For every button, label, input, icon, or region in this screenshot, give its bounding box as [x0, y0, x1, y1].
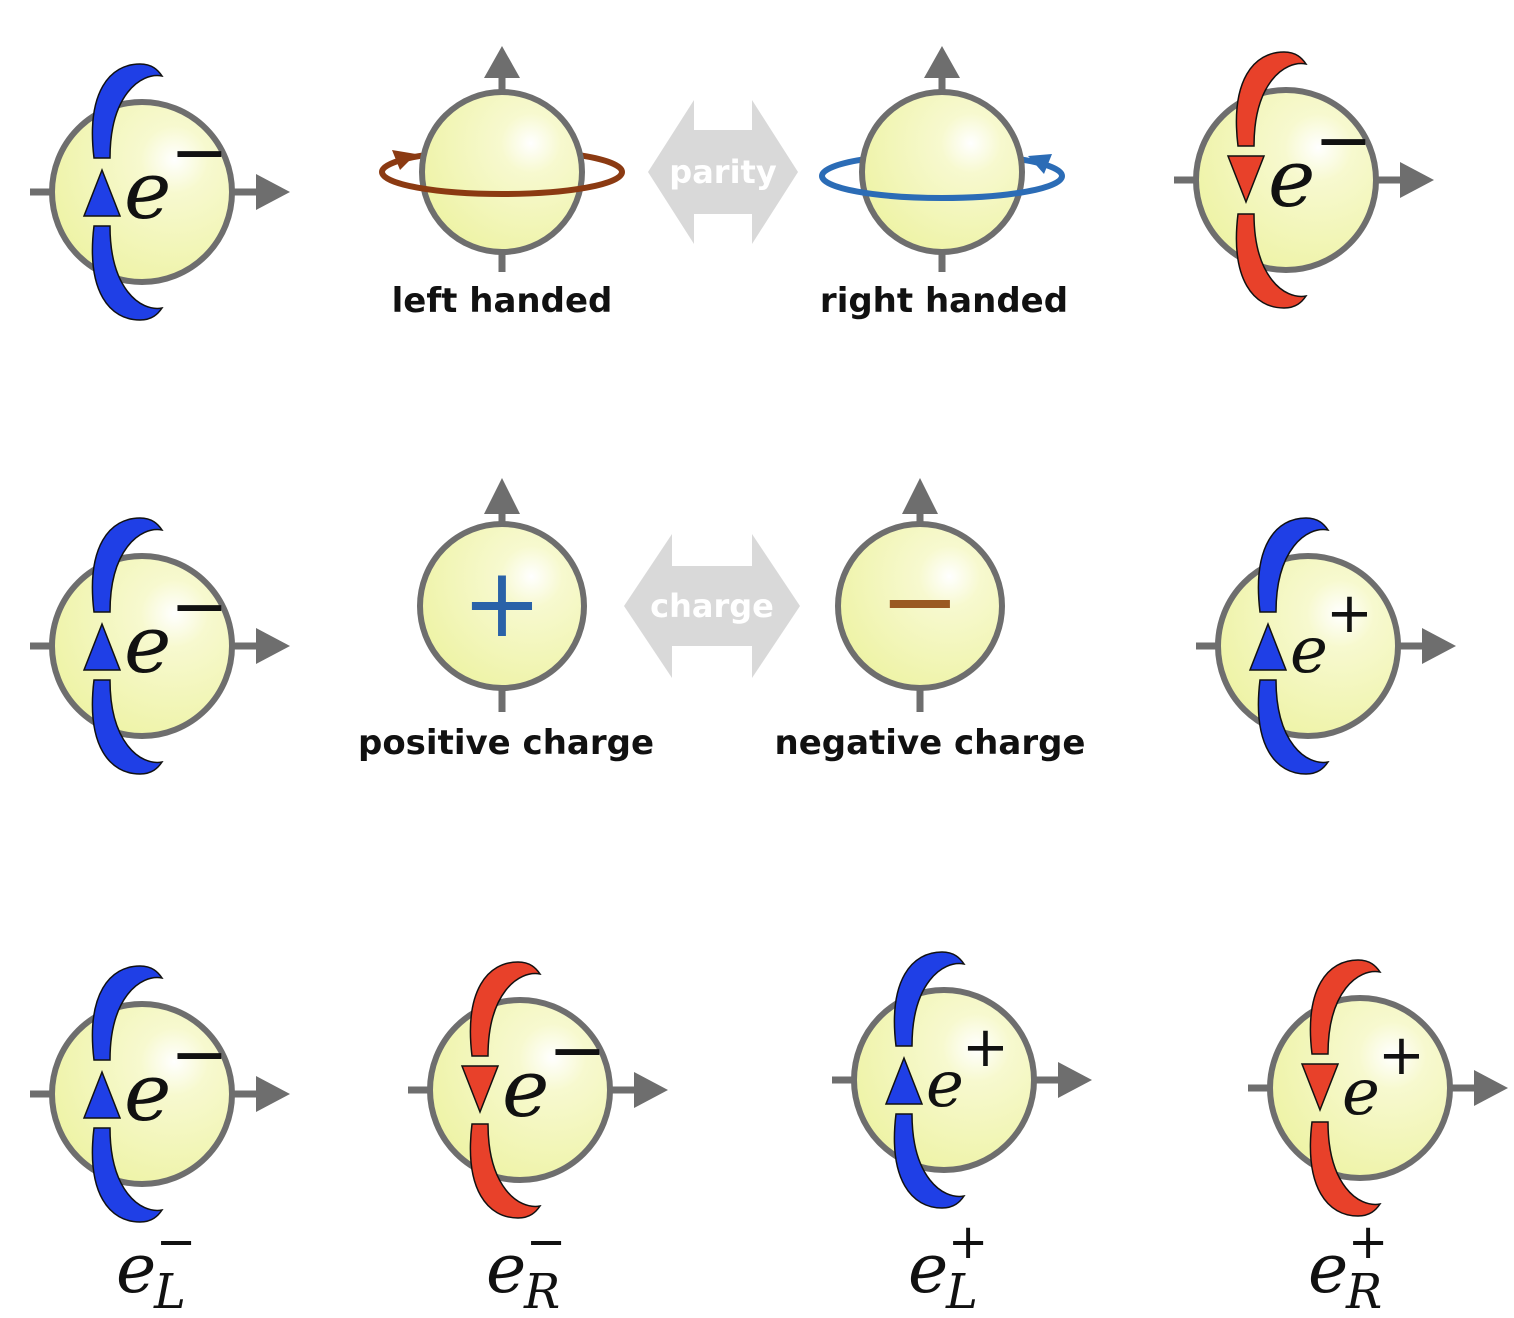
helicity-arc-bottom [469, 1123, 542, 1219]
electron-left-row3: e− [30, 965, 290, 1223]
helicity-arrowhead-icon [1248, 621, 1288, 671]
particle-symbol: e [124, 598, 171, 691]
label-superscript: − [156, 1214, 196, 1270]
particle-symbol: e [1342, 1056, 1380, 1130]
momentum-arrow-icon [256, 1076, 290, 1112]
particle-charge-sign: − [1314, 99, 1373, 181]
helicity-arrowhead-icon [82, 1069, 122, 1119]
rotation-ring-front [379, 171, 625, 197]
electron-left-helicity-row2: e− [30, 517, 290, 775]
rotation-arrowhead-icon [1028, 154, 1052, 174]
row3-label-1: e−R [486, 1214, 566, 1318]
helicity-arc-bottom [893, 1113, 966, 1209]
positive-charge-label: positive charge [358, 723, 654, 763]
helicity-arc-top [91, 517, 164, 613]
helicity-arc-top [1257, 517, 1330, 613]
helicity-arrowhead-icon [82, 167, 122, 217]
helicity-arrowhead-icon [460, 1065, 500, 1115]
positron-left-row3: e+ [832, 951, 1092, 1209]
momentum-arrow-icon [1422, 628, 1456, 664]
helicity-arrowhead-icon [1226, 155, 1266, 205]
minus-sign: − [880, 545, 960, 657]
helicity-arc-bottom [1257, 679, 1330, 775]
particle-charge-sign: − [170, 565, 229, 647]
electron-right-row3: e− [408, 961, 668, 1219]
momentum-arrow-icon [1400, 162, 1434, 198]
helicity-arc-top [469, 961, 542, 1057]
particle-symbol: e [1268, 132, 1315, 225]
particle-charge-sign: − [170, 1013, 229, 1095]
helicity-arc-top [1235, 51, 1308, 147]
electron-left-helicity-row1: e− [30, 63, 290, 321]
helicity-arc-top [1309, 959, 1382, 1055]
label-superscript: + [948, 1214, 988, 1270]
label-base: e [116, 1230, 156, 1309]
helicity-arc-bottom [91, 1127, 164, 1223]
particle-symbol: e [124, 144, 171, 237]
left-handed-sphere: left handed [379, 46, 625, 321]
negative-charge-sphere: − negative charge [775, 478, 1086, 763]
positron-left-helicity-row2: e+ [1196, 517, 1456, 775]
row3-label-0: e−L [116, 1214, 196, 1318]
label-base: e [1308, 1230, 1348, 1309]
momentum-arrow-icon [256, 174, 290, 210]
electron-right-helicity-row1: e− [1174, 51, 1434, 309]
helicity-arrowhead-icon [82, 621, 122, 671]
helicity-arrowhead-icon [1300, 1063, 1340, 1113]
left-handed-label: left handed [392, 281, 613, 321]
label-subscript: R [523, 1264, 560, 1318]
helicity-arc-bottom [1309, 1121, 1382, 1217]
helicity-arc-top [91, 63, 164, 159]
double-arrow-icon [624, 534, 800, 678]
momentum-arrow-icon [1058, 1062, 1092, 1098]
momentum-arrow-icon [634, 1072, 668, 1108]
particle-charge-sign: + [1326, 581, 1373, 646]
charge-double-arrow: charge [624, 534, 800, 678]
right-handed-sphere: right handed [819, 46, 1068, 321]
spin-axis-arrow-icon [484, 46, 520, 78]
rotation-ring-front [819, 175, 1065, 201]
particle-charge-sign: − [548, 1009, 607, 1091]
particle-symbol: e [926, 1048, 964, 1122]
helicity-arc-bottom [1235, 213, 1308, 309]
label-base: e [486, 1230, 526, 1309]
momentum-arrow-icon [1474, 1070, 1508, 1106]
label-subscript: L [153, 1264, 186, 1318]
parity-double-arrow: parity [648, 100, 798, 244]
particle-symbol: e [502, 1042, 549, 1135]
parity-label: parity [669, 153, 777, 191]
helicity-arc-bottom [91, 225, 164, 321]
rotation-arrowhead-icon [392, 150, 416, 170]
particle-charge-sign: − [170, 111, 229, 193]
negative-charge-label: negative charge [775, 723, 1086, 763]
spin-axis-arrow-icon [902, 478, 938, 514]
helicity-arc-top [91, 965, 164, 1061]
particle-symbol: e [124, 1046, 171, 1139]
label-superscript: + [1348, 1214, 1388, 1270]
helicity-arc-top [893, 951, 966, 1047]
label-subscript: R [1345, 1264, 1382, 1318]
row3-label-2: e+L [908, 1214, 988, 1318]
spin-axis-arrow-icon [924, 46, 960, 78]
label-base: e [908, 1230, 948, 1309]
momentum-arrow-icon [256, 628, 290, 664]
charge-label: charge [650, 587, 774, 625]
positive-charge-sphere: + positive charge [358, 478, 654, 763]
particle-charge-sign: + [1378, 1023, 1425, 1088]
right-handed-label: right handed [820, 281, 1068, 321]
label-superscript: − [526, 1214, 566, 1270]
plus-sign: + [462, 547, 542, 659]
row3-label-3: e+R [1308, 1214, 1388, 1318]
positron-right-row3: e+ [1248, 959, 1508, 1217]
double-arrow-icon [648, 100, 798, 244]
spin-axis-arrow-icon [484, 478, 520, 514]
helicity-arrowhead-icon [884, 1055, 924, 1105]
particle-symbol: e [1290, 614, 1328, 688]
label-subscript: L [945, 1264, 978, 1318]
helicity-arc-bottom [91, 679, 164, 775]
particle-charge-sign: + [962, 1015, 1009, 1080]
